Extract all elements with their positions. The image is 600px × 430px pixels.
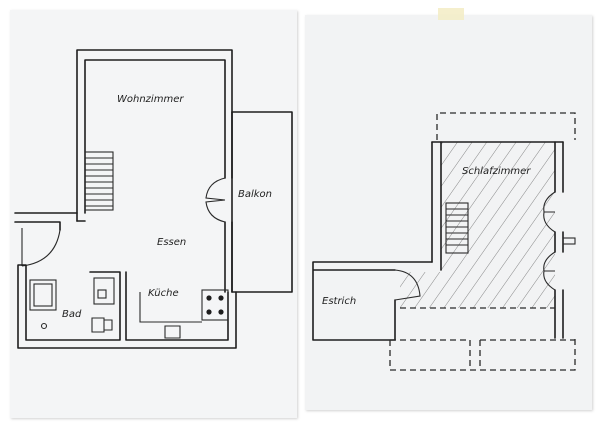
bedroom-left-wall	[431, 141, 442, 271]
stove-burner	[218, 295, 224, 301]
bathroom-walls	[17, 264, 237, 349]
bedroom-door-upper	[543, 191, 556, 233]
room-label-bad: Bad	[62, 309, 82, 320]
right-floor-plan: Schlafzimmer Estrich	[312, 112, 576, 371]
left-paper	[10, 10, 297, 418]
kitchen-counter	[139, 292, 202, 323]
stove-burner	[206, 309, 212, 315]
bathroom-drain	[40, 322, 48, 330]
roof-outline-bottom	[389, 307, 576, 371]
estrich-door	[394, 269, 421, 301]
stove-burner	[218, 309, 224, 315]
sink	[93, 277, 115, 305]
left-sheet: Wohnzimmer Balkon Essen Küche Bad	[10, 10, 297, 418]
left-stairs	[84, 151, 114, 211]
toilet	[91, 317, 113, 333]
stove	[201, 289, 229, 321]
roof-outline-top	[436, 112, 576, 140]
living-room-outer-wall	[76, 49, 233, 222]
room-label-kueche: Küche	[148, 288, 179, 299]
bedroom-door-lower	[543, 251, 556, 291]
room-label-balkon: Balkon	[238, 189, 272, 200]
estrich-walls	[312, 261, 433, 341]
tape-strip	[438, 8, 464, 20]
room-label-essen: Essen	[157, 237, 186, 248]
room-label-wohnzimmer: Wohnzimmer	[117, 94, 184, 105]
left-horizontal-wall	[14, 212, 86, 231]
bathtub	[29, 279, 57, 311]
living-room-inner-wall	[84, 59, 226, 214]
entrance-door	[21, 228, 61, 267]
room-label-schlafzimmer: Schlafzimmer	[462, 166, 531, 177]
sink-basin	[97, 289, 107, 299]
bathtub-inner	[33, 283, 53, 307]
wall-protrusion	[562, 237, 576, 245]
bedroom-hatched-area	[400, 142, 555, 308]
kitchen-cabinet	[164, 325, 181, 339]
right-sheet: Schlafzimmer Estrich	[305, 8, 592, 410]
left-floor-plan: Wohnzimmer Balkon Essen Küche Bad	[14, 49, 293, 349]
balcony-outline	[231, 111, 293, 293]
stove-burner	[206, 295, 212, 301]
right-stairs	[445, 202, 469, 254]
balcony-door	[205, 177, 226, 223]
room-label-estrich: Estrich	[322, 296, 356, 307]
